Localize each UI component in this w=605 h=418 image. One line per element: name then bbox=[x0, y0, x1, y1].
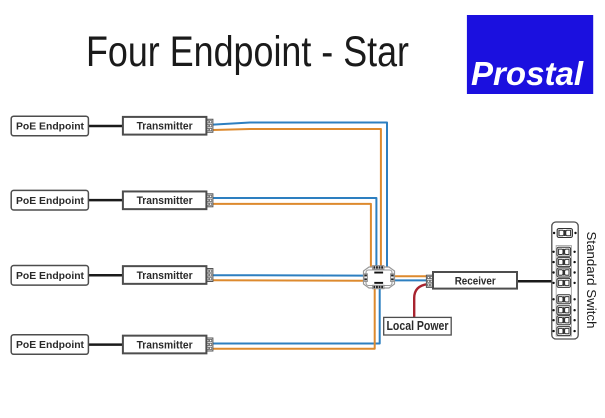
svg-text:Prostal: Prostal bbox=[471, 55, 584, 92]
svg-text:Standard Switch: Standard Switch bbox=[584, 232, 599, 329]
svg-text:Receiver: Receiver bbox=[455, 275, 497, 287]
svg-text:Four Endpoint - Star: Four Endpoint - Star bbox=[86, 28, 409, 76]
svg-text:Local Power: Local Power bbox=[387, 318, 449, 333]
